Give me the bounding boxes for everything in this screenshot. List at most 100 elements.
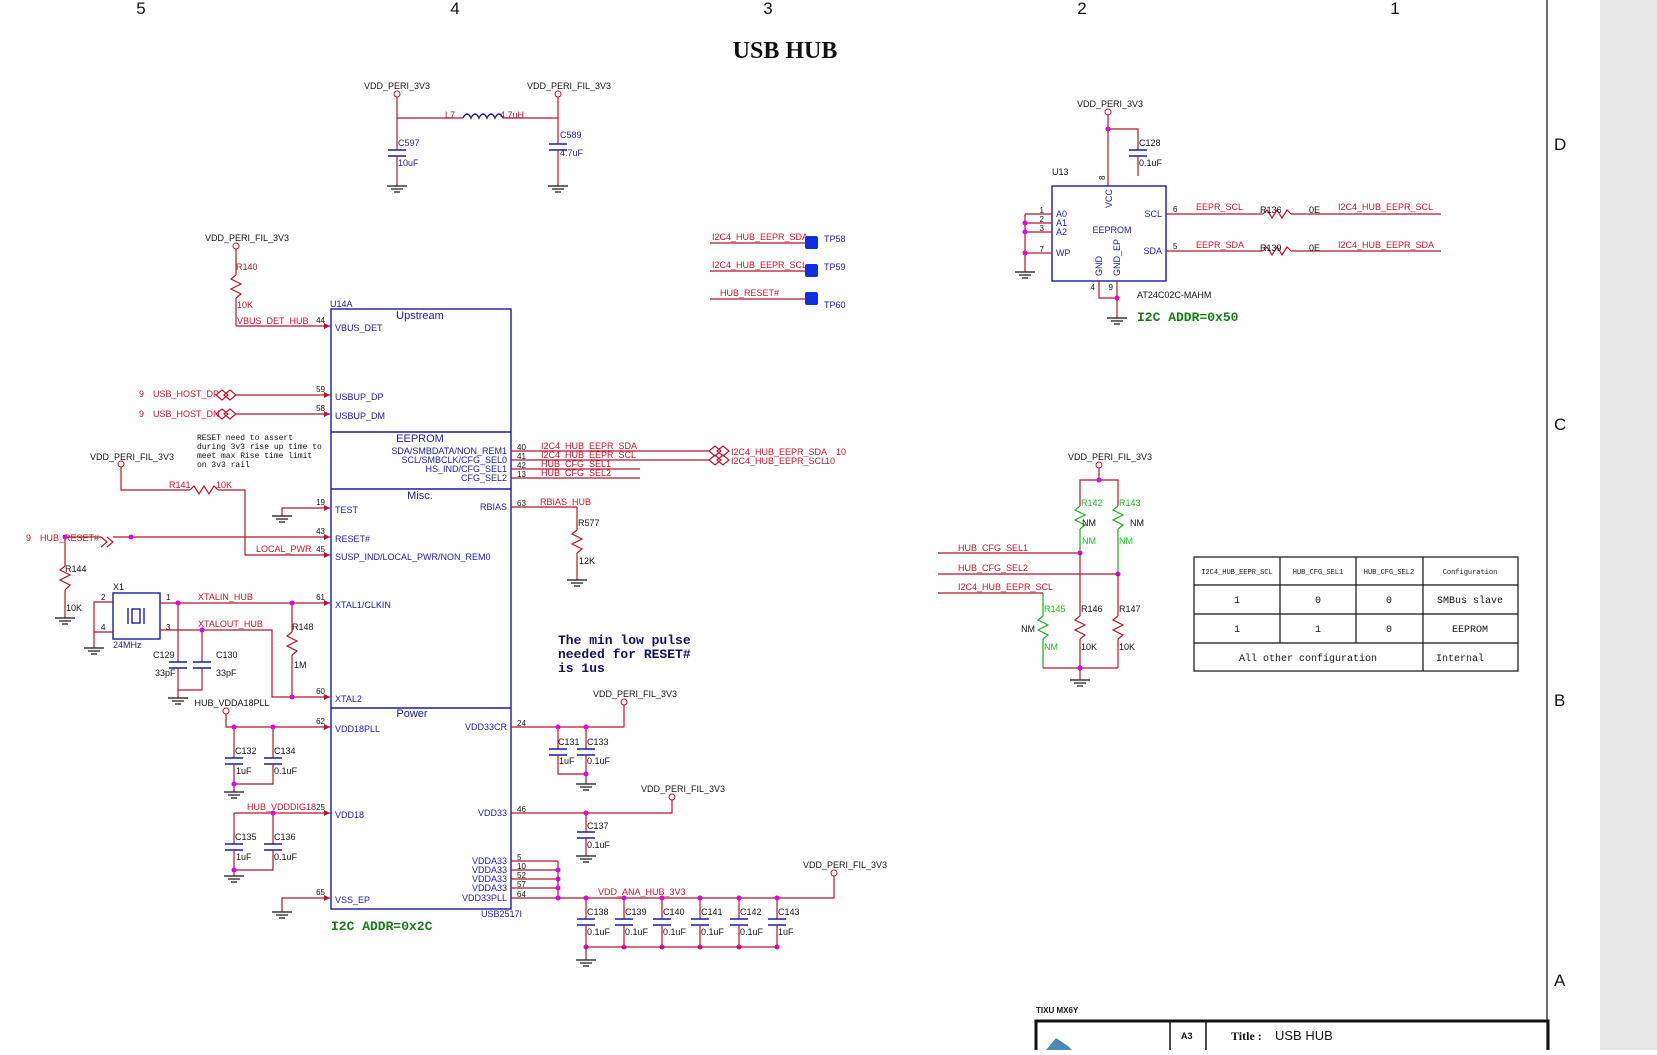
vdda33-bank: VDD_PERI_FIL_3V3 VDD_ANA_HUB_3V3 C1380.1…	[511, 860, 887, 960]
component-ref: R148	[292, 622, 314, 632]
net-label: I2C4_HUB_EEPR_SCL	[712, 260, 807, 270]
sheet-ref: 10	[825, 456, 835, 466]
note-line: The min low pulse	[558, 633, 691, 648]
zone-label: 2	[1077, 0, 1086, 18]
title-value: USB HUB	[1275, 1028, 1333, 1043]
pin-number: 42	[517, 461, 526, 470]
component-value: 1uF	[559, 756, 575, 766]
pin-name: XTAL1/CLKIN	[335, 600, 391, 610]
test-point-pad[interactable]	[805, 264, 818, 277]
component-ref: C137	[587, 821, 609, 831]
component-value: 10K	[66, 603, 82, 613]
component-value: 10K	[1119, 642, 1135, 652]
component-value: 33pF	[216, 668, 237, 678]
component-ref: C133	[587, 737, 609, 747]
hub-left-pins: 44VBUS_DET59USBUP_DP58USBUP_DM19TEST43RE…	[316, 316, 490, 905]
component-ref: C140	[663, 907, 685, 917]
table-header: Configuration	[1443, 569, 1498, 577]
pin-name: HS_IND/CFG_SEL1	[425, 464, 507, 474]
component-value: 0.1uF	[274, 852, 298, 862]
pin-number: 57	[517, 880, 526, 889]
ic-part: AT24C02C-MAHM	[1137, 290, 1211, 300]
pin-number: 10	[517, 862, 526, 871]
component-ref: TP59	[824, 262, 846, 272]
pin-number: 1	[1040, 206, 1045, 215]
pin-name: SCL/SMBCLK/CFG_SEL0	[401, 455, 507, 465]
component-ref: R141	[169, 480, 191, 490]
component-value: 12K	[579, 556, 595, 566]
pin-number: 63	[517, 499, 526, 508]
component-value: 4.7uH	[500, 110, 524, 120]
test-point-pad[interactable]	[805, 292, 818, 305]
net-label: XTALOUT_HUB	[198, 619, 263, 629]
pin-name: A0	[1056, 209, 1067, 219]
component-ref: C139	[625, 907, 647, 917]
component-value: 1uF	[236, 852, 252, 862]
junction-dot	[659, 895, 665, 901]
zone-label: 1	[1390, 0, 1399, 18]
pin-name: VCC	[1104, 188, 1114, 208]
table-header: HUB_CFG_SEL2	[1364, 569, 1414, 577]
component-ref: TP58	[824, 234, 846, 244]
component-value: 1uF	[236, 766, 252, 776]
sheet-ref: 9	[26, 533, 31, 543]
pin-number: 59	[316, 385, 325, 394]
pin-number: 5	[517, 853, 522, 862]
pin-number: 45	[316, 545, 325, 554]
pin-number: 65	[316, 888, 325, 897]
component-value: 0.1uF	[274, 766, 298, 776]
sheet-ref: 9	[139, 409, 144, 419]
component-value: NM	[1044, 642, 1058, 652]
component-ref: R140	[236, 262, 258, 272]
eeprom-ic: VDD_PERI_3V3 C128 0.1uF U13 EEPROM AT24C…	[1022, 99, 1441, 325]
pin-number: 1	[166, 593, 171, 602]
component-ref: C597	[398, 138, 420, 148]
junction-dot	[736, 895, 742, 901]
pin-name: SUSP_IND/LOCAL_PWR/NON_REM0	[335, 552, 491, 562]
pin-number: 4	[101, 623, 106, 632]
sheet-size: A3	[1181, 1031, 1193, 1041]
net-label: VDD_PERI_FIL_3V3	[205, 233, 289, 243]
rbias-circuit: RBIAS_HUB R577 12K	[511, 497, 600, 580]
test-point-pad[interactable]	[805, 236, 818, 249]
junction-dot	[621, 895, 627, 901]
net-label: VDD_PERI_FIL_3V3	[641, 784, 725, 794]
pin-name: WP	[1056, 248, 1071, 258]
pin-name: VDD18PLL	[335, 724, 380, 734]
component-ref: R142	[1081, 498, 1103, 508]
row-label: D	[1554, 135, 1566, 154]
row-label: B	[1554, 691, 1565, 710]
pin-number: 5	[1173, 242, 1178, 251]
net-label: HUB_CFG_SEL2	[958, 563, 1028, 573]
component-value: NM	[1021, 624, 1035, 634]
pin-name: SCL	[1144, 209, 1162, 219]
pin-name: VDDA33	[472, 874, 507, 884]
pin-number: 9	[1109, 283, 1114, 292]
pin-name: RBIAS	[480, 502, 507, 512]
component-ref: C134	[274, 746, 296, 756]
power-filter: VDD_PERI_3V3 VDD_PERI_FIL_3V3 L7 4.7uH C…	[364, 81, 611, 186]
component-ref: R146	[1081, 604, 1103, 614]
table-cell: 1	[1234, 625, 1240, 636]
pin-number: 3	[166, 623, 171, 632]
pin-name: XTAL2	[335, 694, 362, 704]
component-value: 0.1uF	[1139, 158, 1163, 168]
i2c-address: I2C ADDR=0x50	[1137, 310, 1239, 325]
pin-name: CFG_SEL2	[461, 473, 507, 483]
pin-number: 24	[517, 719, 526, 728]
note-line: is 1us	[558, 661, 605, 676]
table-cell: EEPROM	[1452, 625, 1488, 636]
note-line: needed for RESET#	[558, 647, 691, 662]
component-ref: R147	[1119, 604, 1141, 614]
pin-number: 52	[517, 871, 526, 880]
component-ref: C129	[153, 650, 175, 660]
net-label: RBIAS_HUB	[540, 497, 591, 507]
component-value: 0.1uF	[663, 927, 687, 937]
net-label: I2C4_HUB_EEPR_SDA	[541, 441, 637, 451]
pin-name: VDDA33	[472, 865, 507, 875]
component-ref: C142	[740, 907, 762, 917]
net-label: I2C4_HUB_EEPR_SDA	[1338, 240, 1434, 250]
pin-number: 60	[316, 687, 325, 696]
net-label: VDD_PERI_FIL_3V3	[527, 81, 611, 91]
pin-number: 41	[517, 452, 526, 461]
